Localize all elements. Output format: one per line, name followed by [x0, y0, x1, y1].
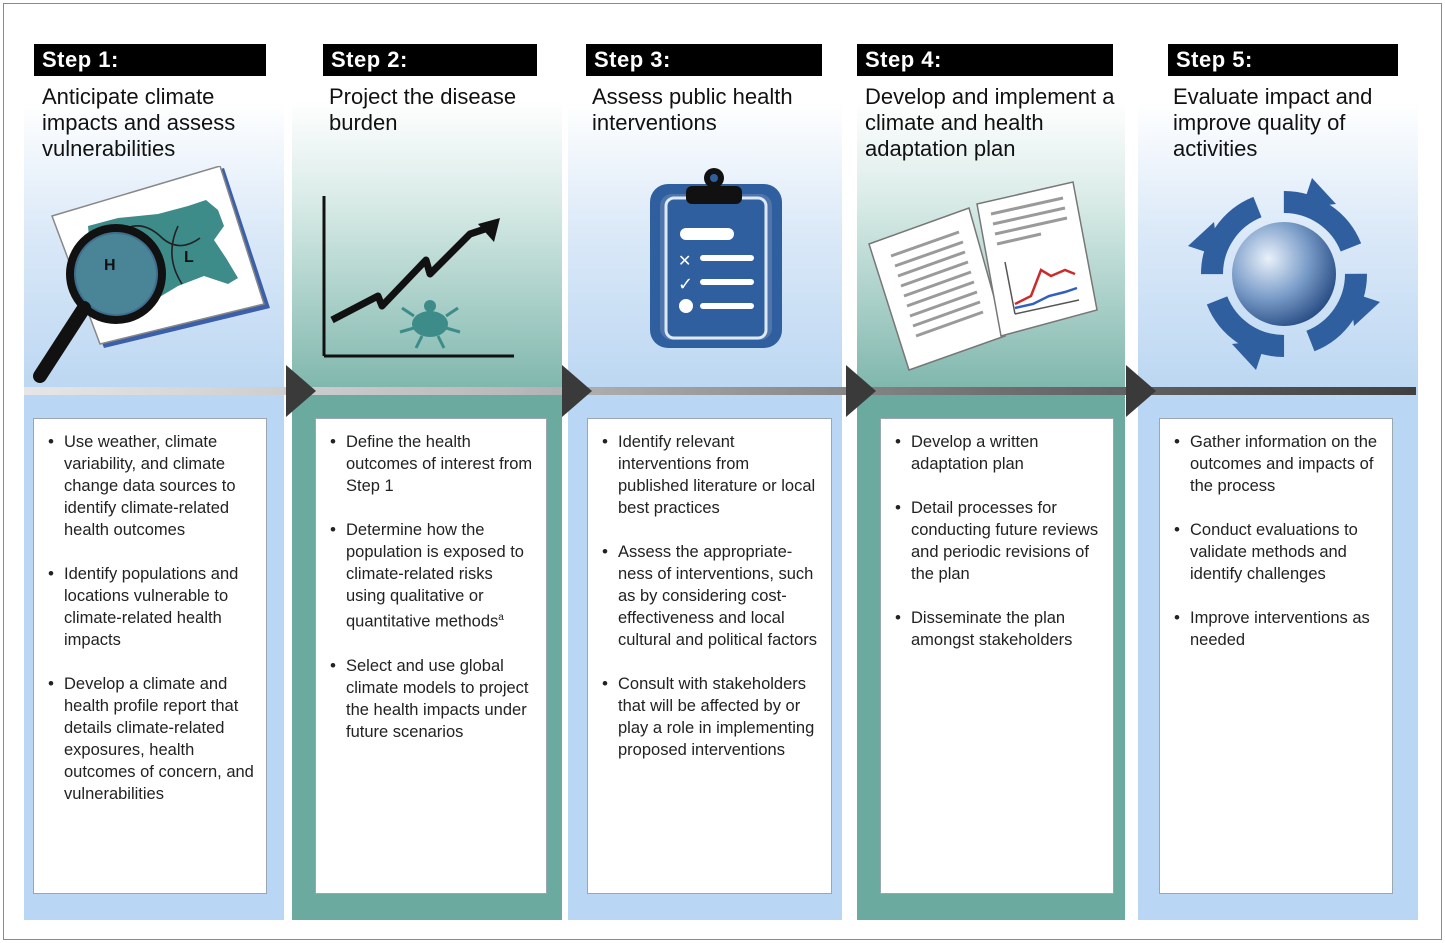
chevron-arrow-1-icon: [286, 365, 316, 417]
step-2-bullet-1: Define the health outcomes of interest f…: [328, 431, 536, 497]
step-2-label: Step 2:: [323, 44, 537, 76]
step-4-title: Develop and implement a climate and heal…: [865, 84, 1115, 161]
step-1-column: Step 1: Anticipate climate impacts and a…: [24, 38, 284, 920]
step-1-label: Step 1:: [34, 44, 266, 76]
step-5-details: Gather information on the outcomes and i…: [1159, 418, 1393, 894]
step-3-details: Identify relevant interventions from pub…: [587, 418, 832, 894]
checklist-check-mark: ✓: [678, 274, 693, 295]
step-2-bullet-3: Select and use global climate models to …: [328, 655, 536, 743]
chevron-arrow-3-icon: [846, 365, 876, 417]
step-1-bullet-1: Use weather, climate variability, and cl…: [46, 431, 256, 541]
map-letter-l: L: [184, 249, 194, 266]
clipboard-checklist-icon: ✕ ✓: [650, 168, 782, 348]
step-5-title: Evaluate impact and improve quality of a…: [1173, 84, 1373, 161]
chevron-arrow-4-icon: [1126, 365, 1156, 417]
step-3-title: Assess public health interventions: [592, 84, 793, 135]
step-3-label: Step 3:: [586, 44, 822, 76]
step-3-bullet-1: Identify relevant interventions from pub…: [600, 431, 821, 519]
step-1-details: Use weather, climate variability, and cl…: [33, 418, 267, 894]
step-3-column: Step 3: Assess public health interventio…: [568, 38, 842, 920]
step-2-bullet-2-text: Determine how the population is exposed …: [346, 521, 524, 631]
step-3-bullet-2: Assess the appropriate-ness of intervent…: [600, 541, 821, 651]
map-letter-h: H: [104, 257, 116, 274]
rising-trend-tick-icon: [322, 196, 514, 358]
step-2-title: Project the disease burden: [329, 84, 517, 135]
step-1-bullet-3: Develop a climate and health profile rep…: [46, 673, 256, 805]
step-5-bullet-3: Improve interventions as needed: [1172, 607, 1382, 651]
timeline-bar: [24, 387, 1416, 395]
step-5-label: Step 5:: [1168, 44, 1398, 76]
step-3-bullet-3: Consult with stakeholders that will be a…: [600, 673, 821, 761]
step-4-column: Step 4: Develop and implement a climate …: [857, 38, 1125, 920]
step-2-details: Define the health outcomes of interest f…: [315, 418, 547, 894]
weather-map-magnifier-icon: L H: [33, 166, 270, 383]
step-1-bullet-2: Identify populations and locations vulne…: [46, 563, 256, 651]
step-1-title: Anticipate climate impacts and assess vu…: [42, 84, 236, 161]
step-4-details: Develop a written adaptation plan Detail…: [880, 418, 1114, 894]
chevron-arrow-2-icon: [562, 365, 592, 417]
footnote-marker: a: [498, 612, 504, 623]
step-5-bullet-2: Conduct evaluations to validate methods …: [1172, 519, 1382, 585]
step-2-column: Step 2: Project the disease burden Defin…: [292, 38, 562, 920]
step-2-bullet-2: Determine how the population is exposed …: [328, 519, 536, 633]
step-4-bullet-2: Detail processes for conducting future r…: [893, 497, 1103, 585]
cycle-arrows-icon: [1188, 178, 1380, 370]
step-4-bullet-1: Develop a written adaptation plan: [893, 431, 1103, 475]
checklist-x-mark: ✕: [678, 251, 691, 270]
document-pages-icon: [868, 181, 1098, 371]
step-5-column: Step 5: Evaluate impact and improve qual…: [1138, 38, 1418, 920]
step-5-bullet-1: Gather information on the outcomes and i…: [1172, 431, 1382, 497]
step-4-label: Step 4:: [857, 44, 1113, 76]
step-4-bullet-3: Disseminate the plan amongst stakeholder…: [893, 607, 1103, 651]
